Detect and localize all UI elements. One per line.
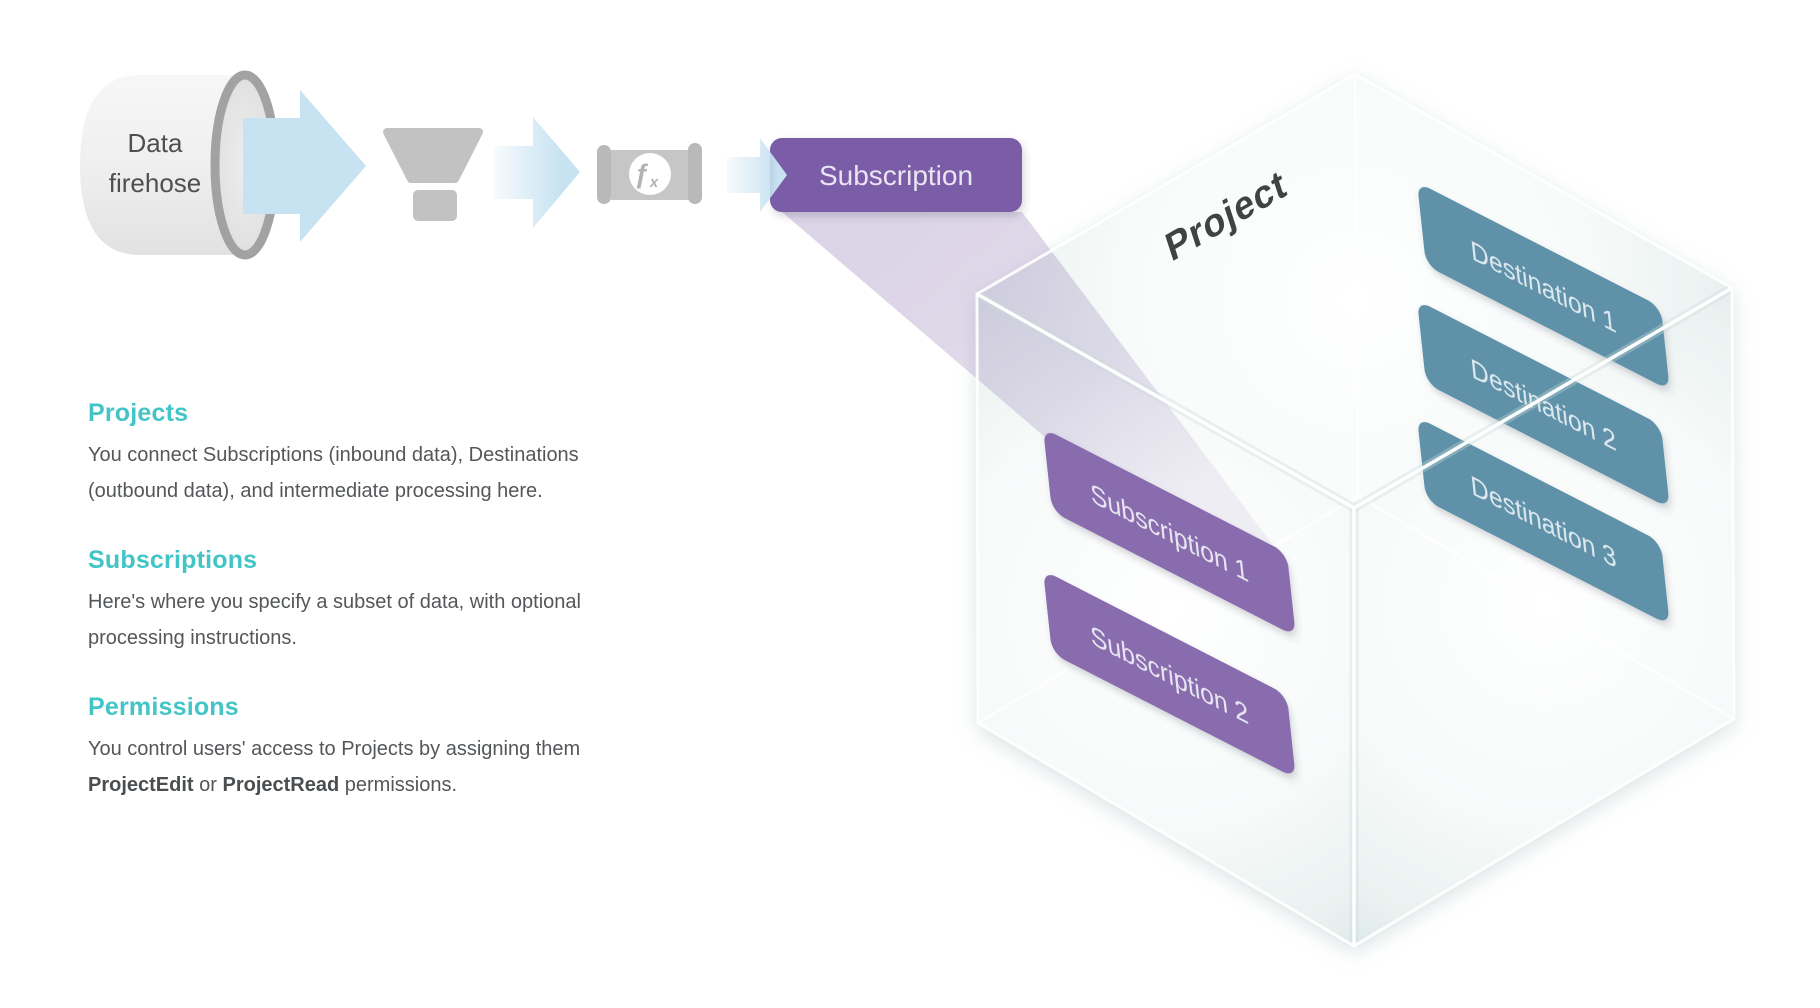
permissions-heading: Permissions — [88, 693, 239, 721]
permissions-text-lead: You control users' access to Projects by… — [88, 738, 581, 760]
pipe-flange-right — [688, 143, 702, 204]
function-pipe-icon: ƒx — [597, 143, 702, 204]
flow-arrow-2-icon — [494, 117, 580, 228]
projects-heading: Projects — [88, 399, 189, 427]
permissions-text-tail: permissions. — [339, 774, 458, 796]
cube-back-edges — [977, 73, 1735, 725]
pipe-flange-left — [597, 145, 611, 204]
permission-projectedit: ProjectEdit — [88, 774, 194, 796]
cube-outline — [975, 72, 1736, 948]
projects-description: You connect Subscriptions (inbound data)… — [88, 444, 579, 502]
firehose-label-line1: Data — [128, 128, 183, 158]
subscriptions-heading: Subscriptions — [88, 546, 258, 574]
funnel-icon — [383, 128, 483, 221]
permissions-text-mid: or — [193, 774, 223, 796]
flow-arrow-1-icon — [243, 90, 366, 242]
permission-projectread: ProjectRead — [222, 774, 340, 796]
explanation-panel: Projects You connect Subscriptions (inbo… — [88, 399, 738, 840]
cylinder-body — [80, 75, 245, 255]
subscriptions-description: Here's where you specify a subset of dat… — [88, 591, 581, 649]
cube-front-edges — [974, 72, 1736, 948]
projection-beam — [782, 212, 1273, 545]
fx-circle — [629, 153, 671, 195]
subscription-badge-label: Subscription — [819, 160, 973, 191]
firehose-label-line2: firehose — [109, 168, 202, 198]
permissions-description: You control users' access to Projects by… — [88, 731, 738, 803]
data-pipeline: Data firehose ƒx — [80, 70, 1022, 260]
flow-arrow-3-icon — [727, 138, 787, 212]
fx-icon: ƒx — [634, 159, 659, 191]
subscription-badge: Subscription — [770, 138, 1022, 212]
data-firehose-cylinder: Data firehose — [80, 70, 280, 260]
